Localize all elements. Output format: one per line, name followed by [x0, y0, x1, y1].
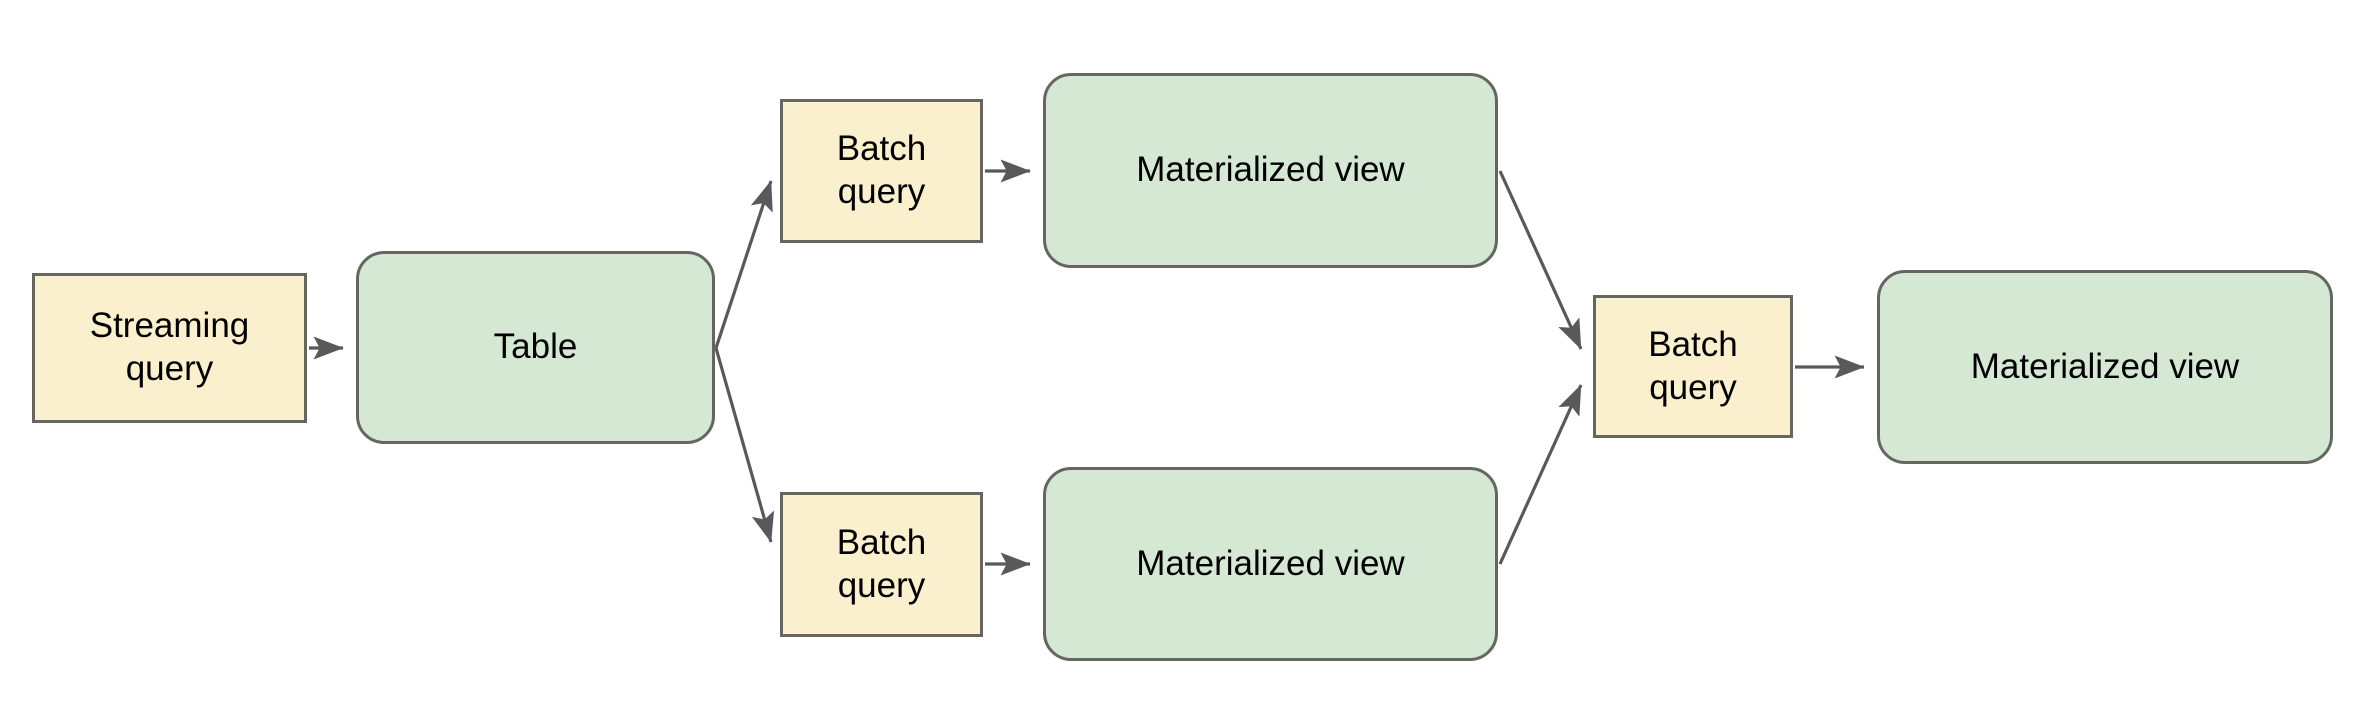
- node-materialized-view-right-label: Materialized view: [1970, 346, 2240, 386]
- node-materialized-view-bottom-label: Materialized view: [1136, 543, 1405, 583]
- node-materialized-view-right[interactable]: Materialized view: [1877, 270, 2333, 464]
- edge-materialized-view-top-to-batch-query-right: [1498, 170, 1583, 350]
- node-batch-query-right[interactable]: Batch query: [1593, 295, 1793, 438]
- node-streaming-query-label: Streaming query: [89, 306, 250, 388]
- node-batch-query-top-label: Batch query: [836, 129, 927, 211]
- node-batch-query-bottom[interactable]: Batch query: [780, 492, 983, 637]
- node-materialized-view-top-label: Materialized view: [1136, 150, 1405, 190]
- node-batch-query-bottom-label: Batch query: [836, 522, 927, 605]
- edge-table-to-batch-query-top: [714, 180, 773, 349]
- node-table-label: Table: [493, 327, 578, 367]
- node-batch-query-right-label: Batch query: [1648, 324, 1738, 407]
- node-batch-query-top[interactable]: Batch query: [780, 99, 983, 243]
- node-materialized-view-top[interactable]: Materialized view: [1043, 73, 1498, 268]
- node-table[interactable]: Table: [356, 251, 715, 444]
- edge-table-to-batch-query-bottom: [714, 347, 775, 543]
- node-streaming-query[interactable]: Streaming query: [32, 273, 307, 423]
- node-materialized-view-bottom[interactable]: Materialized view: [1043, 467, 1498, 661]
- edge-materialized-view-bottom-to-batch-query-right: [1498, 384, 1583, 565]
